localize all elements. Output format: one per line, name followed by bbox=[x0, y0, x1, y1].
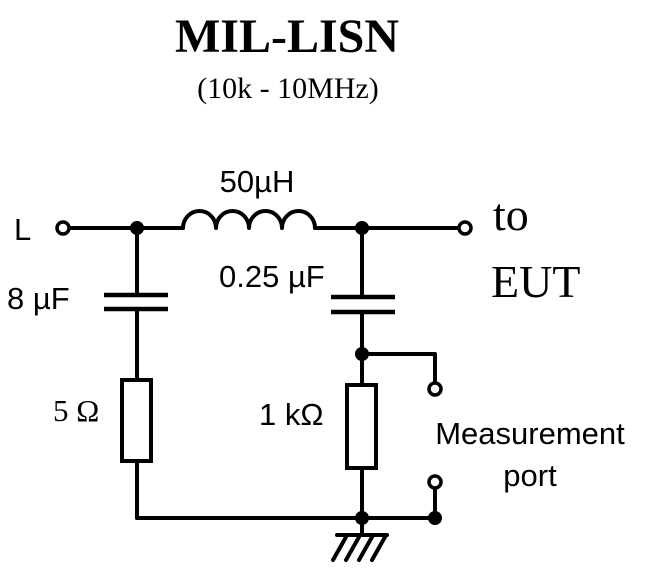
label-output-eut: EUT bbox=[491, 256, 580, 307]
label-capacitor-025uf: 0.25 µF bbox=[219, 259, 325, 294]
junction-node-ground bbox=[355, 511, 369, 525]
inductor-50uh bbox=[181, 209, 317, 230]
terminal-line-input bbox=[55, 220, 71, 236]
junction-node-ground-right bbox=[428, 511, 442, 525]
label-output-to: to bbox=[493, 189, 529, 240]
junction-node-input bbox=[130, 221, 144, 235]
resistor-5ohm bbox=[120, 378, 153, 463]
terminal-eut-output bbox=[457, 220, 473, 236]
label-line: L bbox=[14, 212, 31, 247]
diagram-title: MIL-LISN bbox=[175, 10, 399, 63]
label-measurement: Measurement bbox=[435, 416, 625, 451]
label-capacitor-8uf: 8 µF bbox=[7, 281, 70, 316]
label-inductor: 50µH bbox=[220, 164, 295, 199]
ground-symbol-hatch bbox=[331, 535, 387, 562]
label-measurement-port: port bbox=[503, 458, 557, 493]
junction-node-measurement bbox=[355, 347, 369, 361]
diagram-subtitle: (10k - 10MHz) bbox=[197, 72, 379, 105]
label-resistor-1kohm: 1 kΩ bbox=[259, 397, 324, 432]
resistor-1kohm bbox=[345, 383, 378, 470]
wire-measurement-port-top bbox=[360, 352, 437, 385]
terminal-measurement-top bbox=[427, 381, 443, 397]
label-resistor-5ohm: 5 Ω bbox=[53, 393, 99, 428]
junction-node-output bbox=[355, 221, 369, 235]
terminal-measurement-bottom bbox=[427, 474, 443, 490]
